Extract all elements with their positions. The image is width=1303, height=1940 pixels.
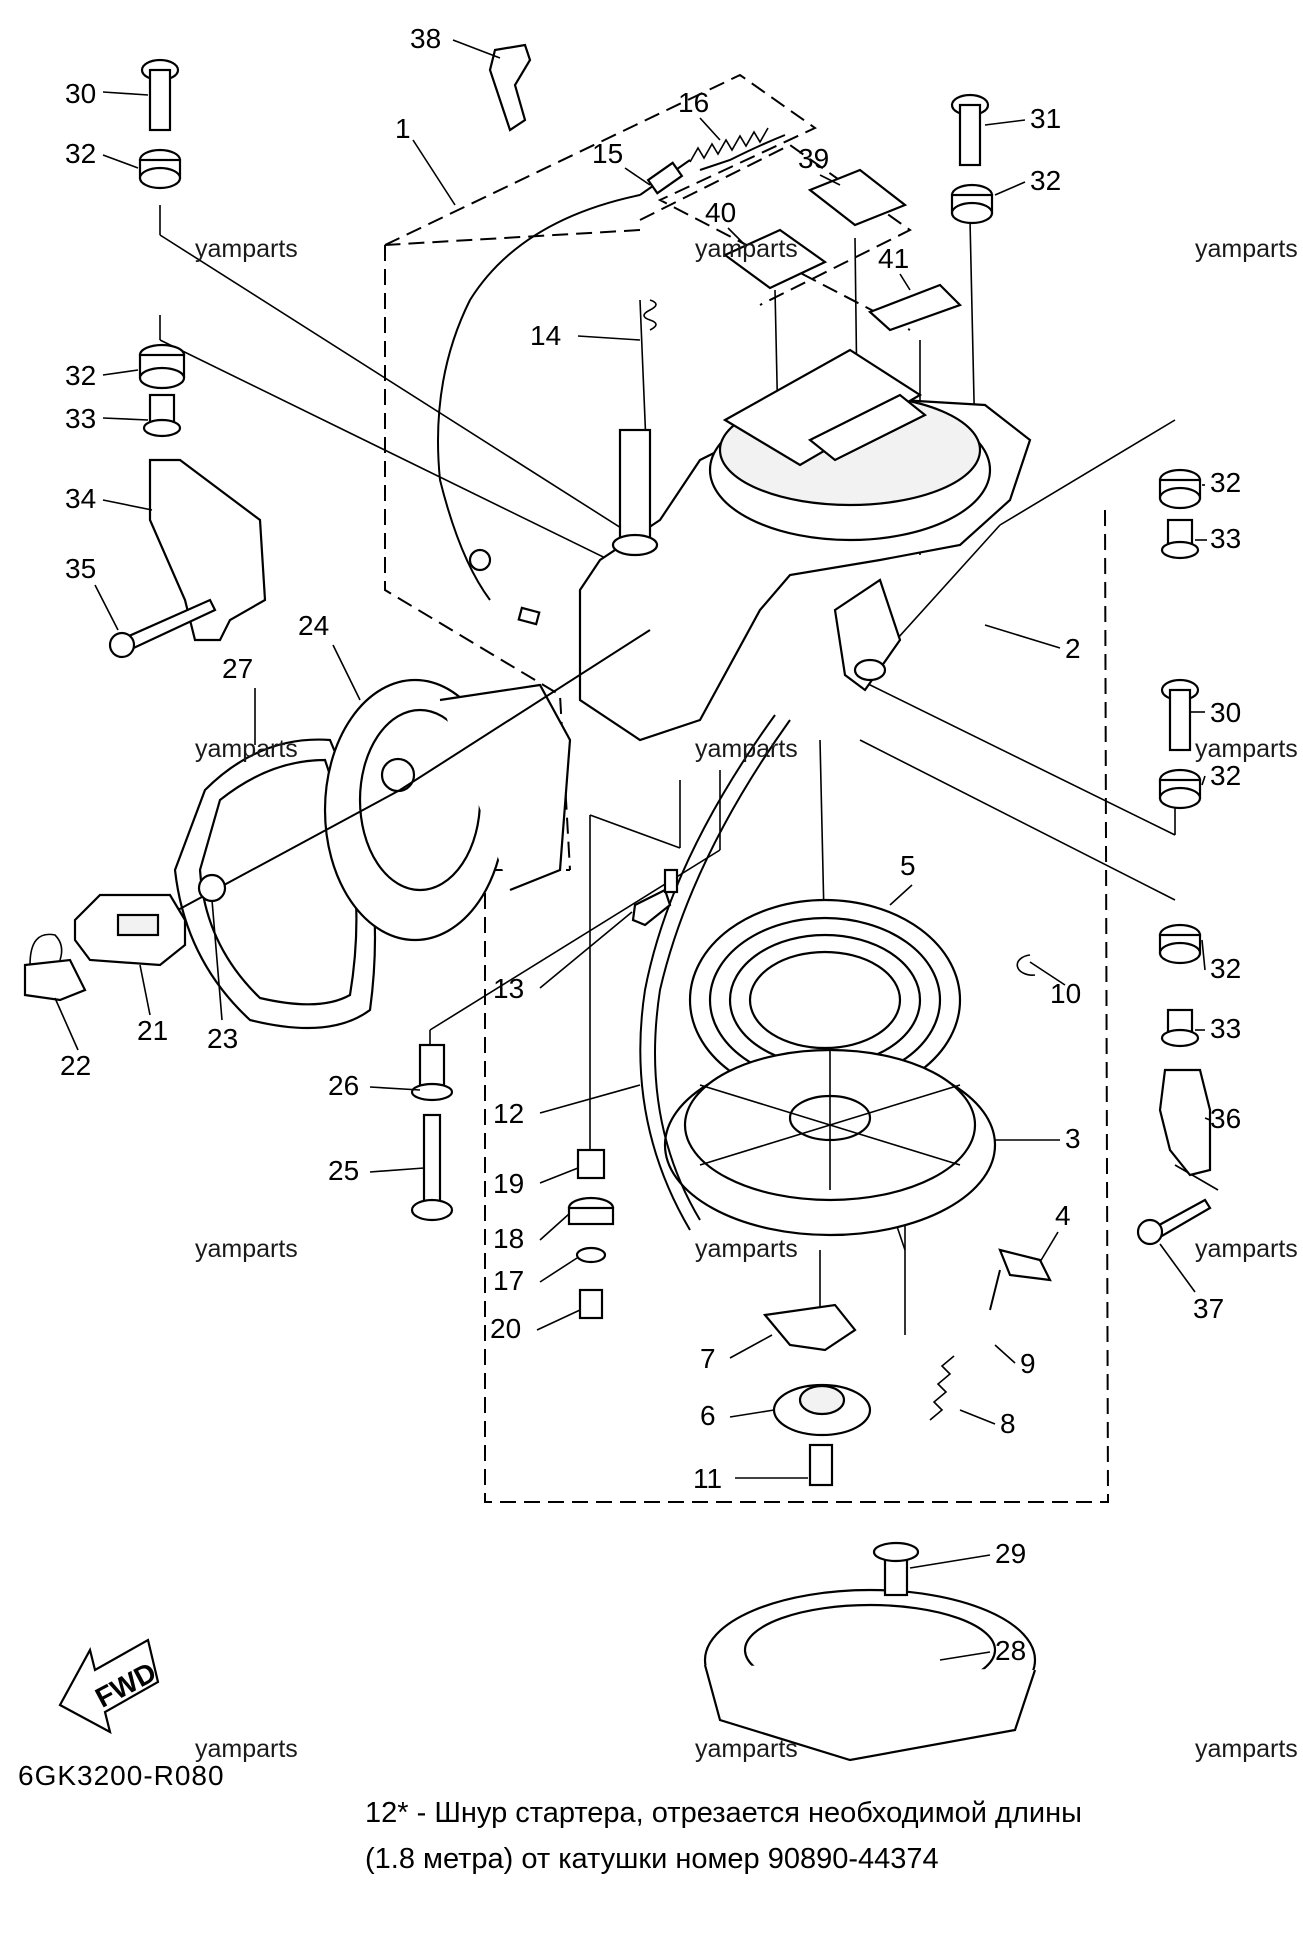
watermark: yamparts	[1195, 1235, 1298, 1263]
watermark: yamparts	[1195, 1735, 1298, 1763]
watermarks: yamparts yamparts yamparts yamparts yamp…	[195, 235, 1298, 1763]
assembly-1-outline	[384, 73, 1110, 1503]
fasteners	[108, 43, 1212, 1421]
footnote-line-2: (1.8 метра) от катушки номер 90890-44374	[365, 1843, 939, 1875]
callout-2: 2	[1065, 633, 1081, 664]
callout-7: 7	[700, 1343, 716, 1374]
watermark: yamparts	[695, 235, 798, 263]
callout-19: 19	[493, 1168, 524, 1199]
callout-32: 32	[1210, 760, 1241, 791]
watermark: yamparts	[1195, 735, 1298, 763]
callout-32: 32	[1030, 165, 1061, 196]
callout-14: 14	[530, 320, 561, 351]
watermark: yamparts	[195, 1235, 298, 1263]
label-39	[807, 168, 908, 227]
callout-31: 31	[1030, 103, 1061, 134]
callout-16: 16	[678, 87, 709, 118]
watermark: yamparts	[1195, 235, 1298, 263]
callout-21: 21	[137, 1015, 168, 1046]
callout-5: 5	[900, 850, 916, 881]
fwd-arrow-icon: FWD	[58, 1638, 161, 1735]
callout-11: 11	[693, 1463, 722, 1494]
watermark: yamparts	[195, 735, 298, 763]
cable-assembly	[437, 134, 791, 1231]
callout-10: 10	[1050, 978, 1081, 1009]
callout-41: 41	[878, 243, 909, 274]
callout-24: 24	[298, 610, 329, 641]
callout-32: 32	[65, 138, 96, 169]
callout-38: 38	[410, 23, 441, 54]
callout-20: 20	[490, 1313, 521, 1344]
watermark: yamparts	[695, 735, 798, 763]
callout-15: 15	[592, 138, 623, 169]
callout-18: 18	[493, 1223, 524, 1254]
callout-33: 33	[65, 403, 96, 434]
callout-pointers	[54, 39, 1211, 1661]
footnote-line-1: 12* - Шнур стартера, отрезается необходи…	[365, 1797, 1082, 1829]
callout-27: 27	[222, 653, 253, 684]
label-41	[867, 283, 963, 332]
callout-numbers: 38 30 32 1 16 15 39 40 41 31 32 14 32 33…	[60, 23, 1241, 1666]
starter-case-assembly	[578, 348, 1032, 742]
callout-32: 32	[65, 360, 96, 391]
callout-25: 25	[328, 1155, 359, 1186]
callout-33: 33	[1210, 1013, 1241, 1044]
callout-34: 34	[65, 483, 96, 514]
callout-30: 30	[1210, 697, 1241, 728]
callout-4: 4	[1055, 1200, 1071, 1231]
callout-29: 29	[995, 1538, 1026, 1569]
callout-33: 33	[1210, 523, 1241, 554]
diagram-code: 6GK3200-R080	[18, 1760, 225, 1791]
callout-17: 17	[493, 1265, 524, 1296]
callout-12: 12	[493, 1098, 524, 1129]
handle-assembly	[23, 629, 651, 1030]
callout-9: 9	[1020, 1348, 1036, 1379]
callout-30: 30	[65, 78, 96, 109]
footnote: 12* - Шнур стартера, отрезается необходи…	[365, 1790, 1082, 1882]
label-40	[722, 228, 828, 290]
callout-23: 23	[207, 1023, 238, 1054]
callout-32: 32	[1210, 467, 1241, 498]
callout-3: 3	[1065, 1123, 1081, 1154]
callout-36: 36	[1210, 1103, 1241, 1134]
watermark: yamparts	[695, 1735, 798, 1763]
pulley-assembly	[663, 898, 1037, 1762]
callout-35: 35	[65, 553, 96, 584]
callout-1: 1	[395, 113, 411, 144]
callout-26: 26	[328, 1070, 359, 1101]
callout-8: 8	[1000, 1408, 1016, 1439]
callout-39: 39	[798, 143, 829, 174]
watermark: yamparts	[695, 1235, 798, 1263]
callout-22: 22	[60, 1050, 91, 1081]
callout-40: 40	[705, 197, 736, 228]
callout-37: 37	[1193, 1293, 1224, 1324]
callout-32: 32	[1210, 953, 1241, 984]
callout-6: 6	[700, 1400, 716, 1431]
callout-28: 28	[995, 1635, 1026, 1666]
callout-13: 13	[493, 973, 524, 1004]
watermark: yamparts	[195, 235, 298, 263]
watermark: yamparts	[195, 1735, 298, 1763]
